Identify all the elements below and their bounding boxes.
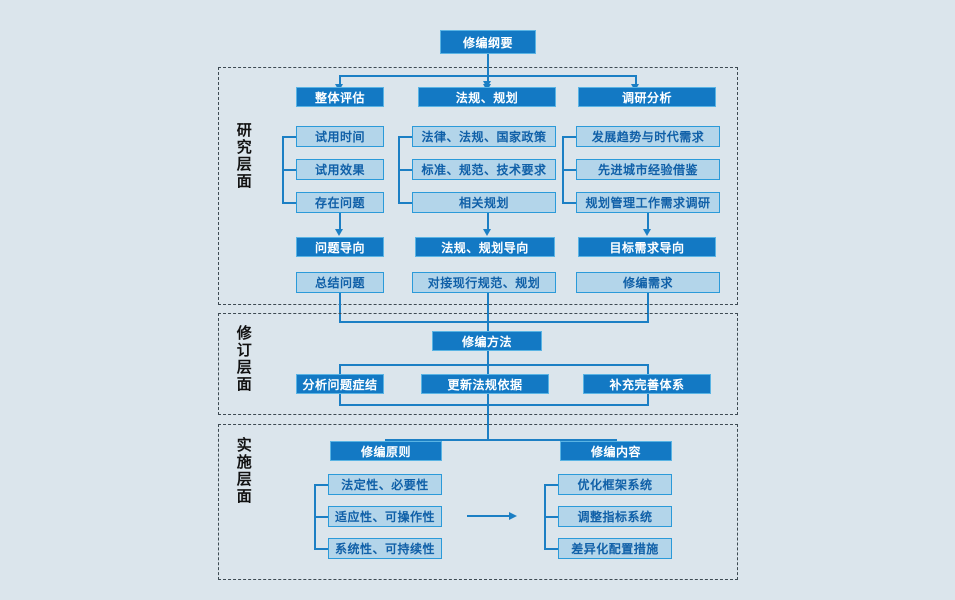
layer-frame-implementation xyxy=(218,424,738,580)
node-research-c3-item-1[interactable]: 先进城市经验借鉴 xyxy=(576,159,720,180)
node-impl-g1-item-0[interactable]: 法定性、必要性 xyxy=(328,474,442,495)
connector-research-bus-c1 xyxy=(339,75,341,87)
bracket-c1-arm-0 xyxy=(282,136,296,138)
connector-revision-out-mid xyxy=(487,394,489,405)
bracket-c3-arm-1 xyxy=(562,169,576,171)
arrowhead-c3-orientation xyxy=(643,229,651,236)
bracket-g1-arm-0 xyxy=(314,484,328,486)
connector-merge-bus xyxy=(339,321,649,323)
layer-label-research: 研究层面 xyxy=(234,122,253,190)
node-revision-item-1[interactable]: 更新法规依据 xyxy=(421,374,549,394)
bracket-c3-arm-0 xyxy=(562,136,576,138)
bracket-g2-arm-1 xyxy=(544,516,558,518)
node-research-c2-item-2[interactable]: 相关规划 xyxy=(412,192,556,213)
node-research-c3-item-0[interactable]: 发展趋势与时代需求 xyxy=(576,126,720,147)
node-research-c2-outcome[interactable]: 对接现行规范、规划 xyxy=(412,272,556,293)
arrowhead-c2-orientation xyxy=(483,229,491,236)
node-research-c2-header[interactable]: 法规、规划 xyxy=(418,87,556,107)
node-impl-g2-item-0[interactable]: 优化框架系统 xyxy=(558,474,672,495)
layer-label-revision: 修订层面 xyxy=(234,325,253,393)
node-research-c1-orientation[interactable]: 问题导向 xyxy=(296,237,384,257)
connector-research-bus-c3 xyxy=(635,75,637,87)
node-impl-g1-item-1[interactable]: 适应性、可操作性 xyxy=(328,506,442,527)
connector-revision-out-right xyxy=(647,394,649,405)
bracket-g2-arm-0 xyxy=(544,484,558,486)
bracket-g1-arm-1 xyxy=(314,516,328,518)
bracket-c2-arm-0 xyxy=(398,136,412,138)
connector-impl-groups-arrow-line xyxy=(467,515,511,517)
node-research-c1-outcome[interactable]: 总结问题 xyxy=(296,272,384,293)
connector-c2-to-orientation xyxy=(487,213,489,231)
arrowhead-c1-orientation xyxy=(335,229,343,236)
connector-impl-bus xyxy=(385,439,615,441)
bracket-c1-arm-2 xyxy=(282,202,296,204)
node-impl-g2-item-2[interactable]: 差异化配置措施 xyxy=(558,538,672,559)
connector-merge-c3-down xyxy=(647,293,649,322)
node-revision-header[interactable]: 修编方法 xyxy=(432,331,542,351)
connector-title-down xyxy=(487,54,489,83)
bracket-c1-arm-1 xyxy=(282,169,296,171)
layer-frame-revision xyxy=(218,313,738,415)
node-research-c3-header[interactable]: 调研分析 xyxy=(578,87,716,107)
layer-frame-research xyxy=(218,67,738,305)
bracket-g2-arm-2 xyxy=(544,548,558,550)
connector-merge-c1-down xyxy=(339,293,341,322)
connector-revision-to-impl xyxy=(487,404,489,440)
node-research-c1-item-0[interactable]: 试用时间 xyxy=(296,126,384,147)
node-research-c1-item-2[interactable]: 存在问题 xyxy=(296,192,384,213)
node-revision-item-0[interactable]: 分析问题症结 xyxy=(296,374,384,394)
connector-merge-to-method xyxy=(487,321,489,332)
node-revision-item-2[interactable]: 补充完善体系 xyxy=(583,374,711,394)
bracket-c3-arm-2 xyxy=(562,202,576,204)
connector-revision-bus-mid xyxy=(487,364,489,375)
node-impl-g1-item-2[interactable]: 系统性、可持续性 xyxy=(328,538,442,559)
node-research-c2-item-1[interactable]: 标准、规范、技术要求 xyxy=(412,159,556,180)
connector-c1-to-orientation xyxy=(339,213,341,231)
connector-merge-c2-down xyxy=(487,293,489,322)
connector-research-bus-c2 xyxy=(487,75,489,87)
node-research-c2-orientation[interactable]: 法规、规划导向 xyxy=(415,237,555,257)
node-research-c1-header[interactable]: 整体评估 xyxy=(296,87,384,107)
arrowhead-impl-groups xyxy=(509,512,517,520)
node-research-c3-item-2[interactable]: 规划管理工作需求调研 xyxy=(576,192,720,213)
bracket-c2-arm-1 xyxy=(398,169,412,171)
node-impl-g1-header[interactable]: 修编原则 xyxy=(330,441,442,461)
connector-revision-bus-bottom xyxy=(339,404,649,406)
connector-revision-out-left xyxy=(339,394,341,405)
node-top-title[interactable]: 修编纲要 xyxy=(440,30,536,54)
node-research-c2-item-0[interactable]: 法律、法规、国家政策 xyxy=(412,126,556,147)
node-research-c1-item-1[interactable]: 试用效果 xyxy=(296,159,384,180)
connector-revision-bus-top xyxy=(339,364,649,366)
node-research-c3-outcome[interactable]: 修编需求 xyxy=(576,272,720,293)
connector-revision-bus-left xyxy=(339,364,341,375)
node-research-c3-orientation[interactable]: 目标需求导向 xyxy=(578,237,716,257)
bracket-g1-arm-2 xyxy=(314,548,328,550)
bracket-c2-arm-2 xyxy=(398,202,412,204)
connector-method-down xyxy=(487,351,489,365)
node-impl-g2-item-1[interactable]: 调整指标系统 xyxy=(558,506,672,527)
layer-label-implementation: 实施层面 xyxy=(234,437,253,505)
node-impl-g2-header[interactable]: 修编内容 xyxy=(560,441,672,461)
connector-revision-bus-right xyxy=(647,364,649,375)
connector-c3-to-orientation xyxy=(647,213,649,231)
